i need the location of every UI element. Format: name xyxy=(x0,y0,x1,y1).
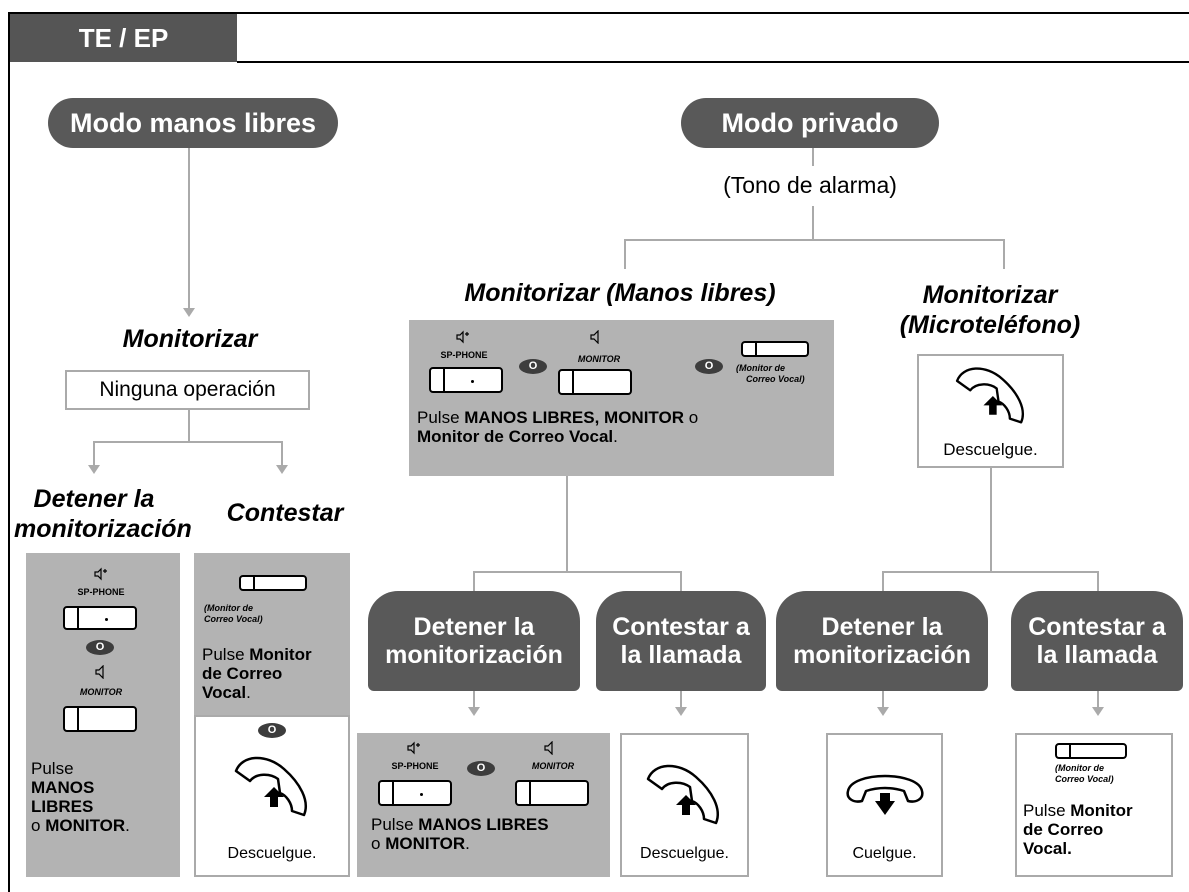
right-hangup-box: Cuelgue. xyxy=(826,733,943,877)
middle-pickup-caption: Descuelgue. xyxy=(640,845,729,862)
or-badge: O xyxy=(695,359,723,374)
middle-pickup-box: Descuelgue. xyxy=(620,733,749,877)
connector xyxy=(281,441,283,466)
handset-pickup-icon xyxy=(234,756,307,817)
connector xyxy=(188,410,190,442)
speaker-icon xyxy=(590,330,599,344)
vm-monitor-button[interactable] xyxy=(741,341,809,357)
vm-monitor-button[interactable] xyxy=(1055,743,1127,759)
left-answer-heading: Contestar xyxy=(226,499,344,527)
connector xyxy=(990,468,992,572)
monitor-button[interactable] xyxy=(558,369,632,395)
header-rule xyxy=(237,61,1189,63)
monitor-button[interactable] xyxy=(515,780,589,806)
diagram-frame xyxy=(8,12,1189,892)
sp-phone-label: SP-PHONE xyxy=(440,350,488,360)
connector xyxy=(624,239,1005,241)
speaker-icon xyxy=(95,665,104,679)
handset-pickup-icon xyxy=(646,764,719,825)
connector xyxy=(882,571,884,591)
monitor-button[interactable] xyxy=(63,706,137,732)
mode-tag: TE / EP xyxy=(10,14,237,62)
right-hangup-caption: Cuelgue. xyxy=(852,845,917,862)
or-badge: O xyxy=(519,359,547,374)
left-pickup-box: O Descuelgue. xyxy=(194,715,350,877)
connector xyxy=(812,206,814,240)
left-answer-instructions: Pulse Monitor de Correo Vocal. xyxy=(202,645,312,702)
right-monitor-heading: Monitorizar(Microteléfono) xyxy=(899,281,1081,339)
connector xyxy=(680,571,682,591)
speakerphone-icon xyxy=(94,567,107,581)
monitor-label: MONITOR xyxy=(79,687,123,697)
arrowhead xyxy=(276,465,288,474)
left-stop-instructions: Pulse MANOS LIBRES o MONITOR. xyxy=(31,759,130,835)
sp-phone-label: SP-PHONE xyxy=(391,761,439,771)
arrowhead xyxy=(675,707,687,716)
right-answer-instructions: Pulse Monitor de Correo Vocal. xyxy=(1023,801,1133,858)
connector xyxy=(882,571,1098,573)
connector xyxy=(1003,239,1005,269)
sp-phone-button[interactable] xyxy=(429,367,503,393)
connector xyxy=(93,441,282,443)
connector xyxy=(680,691,682,709)
speaker-icon xyxy=(544,741,553,755)
no-operation-box: Ninguna operación xyxy=(65,370,310,410)
or-badge: O xyxy=(86,640,114,655)
middle-monitor-instructions: Pulse MANOS LIBRES, MONITOR o Monitor de… xyxy=(417,408,699,446)
handsfree-mode-pill: Modo manos libres xyxy=(48,98,338,148)
middle-stop-instructions: Pulse MANOS LIBRES o MONITOR. xyxy=(371,815,549,853)
monitor-label: MONITOR xyxy=(577,354,621,364)
left-stop-heading-line1: Detener la xyxy=(33,485,155,513)
arrowhead xyxy=(88,465,100,474)
speakerphone-icon xyxy=(456,330,469,344)
sp-phone-button[interactable] xyxy=(63,606,137,630)
sp-phone-button[interactable] xyxy=(378,780,452,806)
arrowhead xyxy=(468,707,480,716)
handset-hangup-icon xyxy=(846,774,924,815)
monitor-label: MONITOR xyxy=(531,761,575,771)
or-badge: O xyxy=(258,723,286,738)
connector xyxy=(812,148,814,166)
connector xyxy=(1097,571,1099,591)
speakerphone-icon xyxy=(407,741,420,755)
right-pickup-caption: Descuelgue. xyxy=(943,440,1038,459)
left-stop-box: SP-PHONE O MONITOR Pulse MANOS LIBRES o … xyxy=(26,553,180,877)
connector xyxy=(882,691,884,709)
connector xyxy=(624,239,626,269)
arrowhead xyxy=(183,308,195,317)
left-stop-heading: Detener la monitorización xyxy=(14,484,192,544)
handset-pickup-icon xyxy=(955,367,1024,424)
private-mode-pill: Modo privado xyxy=(681,98,939,148)
right-pickup-box: Descuelgue. xyxy=(917,354,1064,468)
arrowhead xyxy=(1092,707,1104,716)
connector xyxy=(93,441,95,466)
left-monitor-heading: Monitorizar xyxy=(122,325,258,353)
connector xyxy=(1097,691,1099,709)
connector xyxy=(473,571,475,591)
middle-stop-box: SP-PHONE O MONITOR Pulse MANOS LIBRES o … xyxy=(357,733,610,877)
or-badge: O xyxy=(467,761,495,776)
connector xyxy=(188,148,190,310)
middle-monitor-heading: Monitorizar (Manos libres) xyxy=(464,279,776,307)
left-pickup-caption: Descuelgue. xyxy=(227,845,317,862)
arrowhead xyxy=(877,707,889,716)
connector xyxy=(566,476,568,572)
left-stop-heading-line2: monitorización xyxy=(14,515,192,543)
sp-phone-label: SP-PHONE xyxy=(77,587,125,597)
vm-monitor-button[interactable] xyxy=(239,575,307,591)
connector xyxy=(473,691,475,709)
alarm-tone-label: (Tono de alarma) xyxy=(723,172,897,198)
connector xyxy=(473,571,681,573)
